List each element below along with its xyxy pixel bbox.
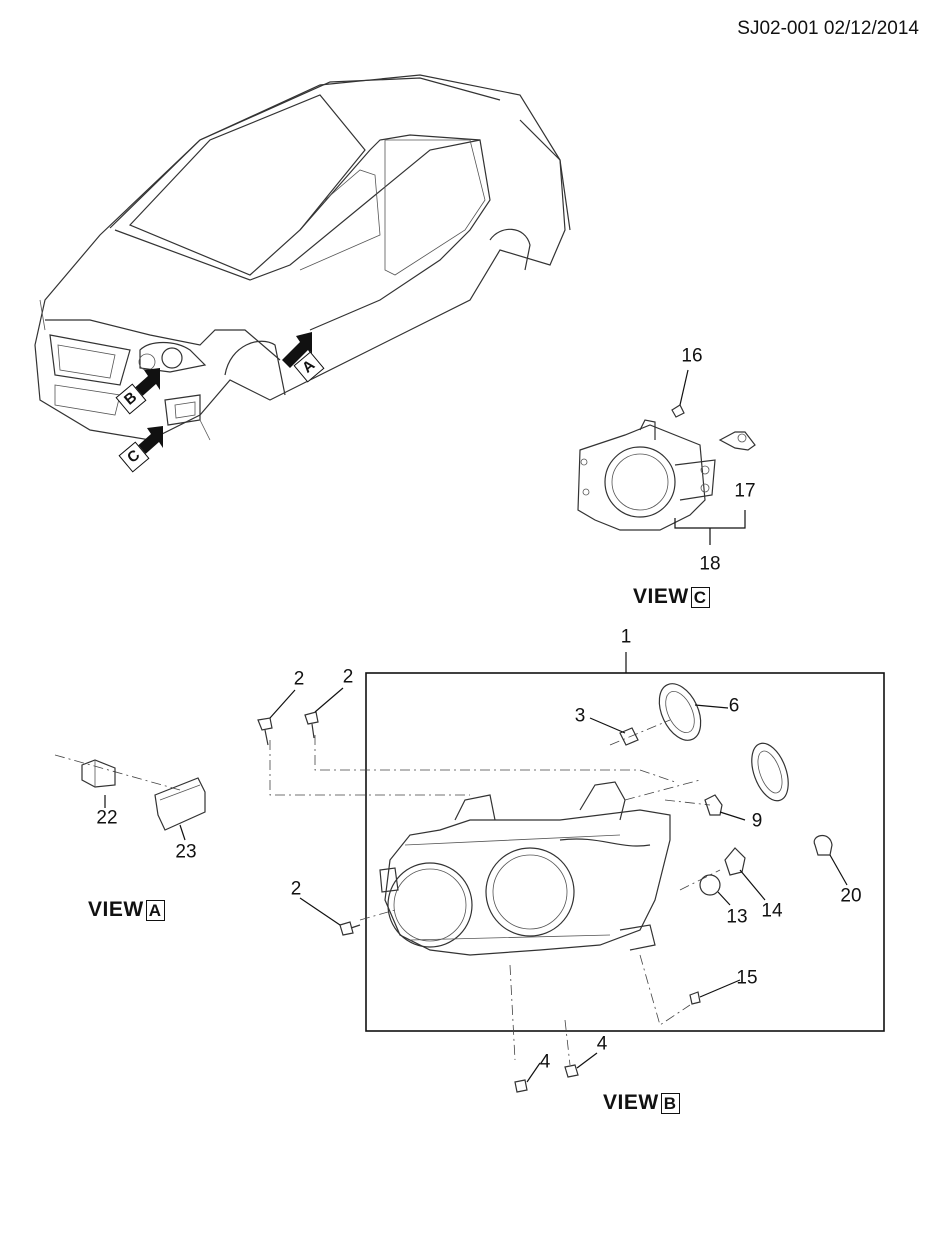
- callout-17: 17: [734, 480, 756, 502]
- headlamp-frame: [365, 672, 885, 1032]
- callout-16: 16: [681, 345, 703, 367]
- callout-9: 9: [751, 810, 763, 832]
- callout-2: 2: [290, 878, 302, 900]
- callout-3: 3: [574, 705, 586, 727]
- leader-lines: [104, 687, 848, 1083]
- callout-13: 13: [726, 906, 748, 928]
- callout-6: 6: [728, 695, 740, 717]
- view-b-letter: B: [660, 1092, 680, 1114]
- view-c-text: VIEW: [633, 585, 689, 608]
- callout-22: 22: [96, 807, 118, 829]
- fog-lamp-assembly: [577, 369, 756, 545]
- headlamp-components: [257, 683, 833, 1093]
- callout-4: 4: [539, 1051, 551, 1073]
- view-a-letter: A: [145, 899, 165, 921]
- view-a-text: VIEW: [88, 898, 144, 921]
- callout-23: 23: [175, 841, 197, 863]
- reference-lines: [54, 719, 721, 1066]
- callout-2: 2: [342, 666, 354, 688]
- diagram-code: SJ02-001 02/12/2014: [737, 18, 919, 39]
- callout-15: 15: [736, 967, 758, 989]
- callout-18: 18: [699, 553, 721, 575]
- callout-20: 20: [840, 885, 862, 907]
- headlamp-assembly: [379, 781, 671, 956]
- view-c-letter: C: [690, 586, 710, 608]
- callout-2: 2: [293, 668, 305, 690]
- callout-4: 4: [596, 1033, 608, 1055]
- callout-1: 1: [620, 626, 632, 648]
- callout-14: 14: [761, 900, 783, 922]
- view-b-text: VIEW: [603, 1091, 659, 1114]
- car-illustration: [34, 74, 571, 441]
- side-marker-lamp: [81, 759, 206, 831]
